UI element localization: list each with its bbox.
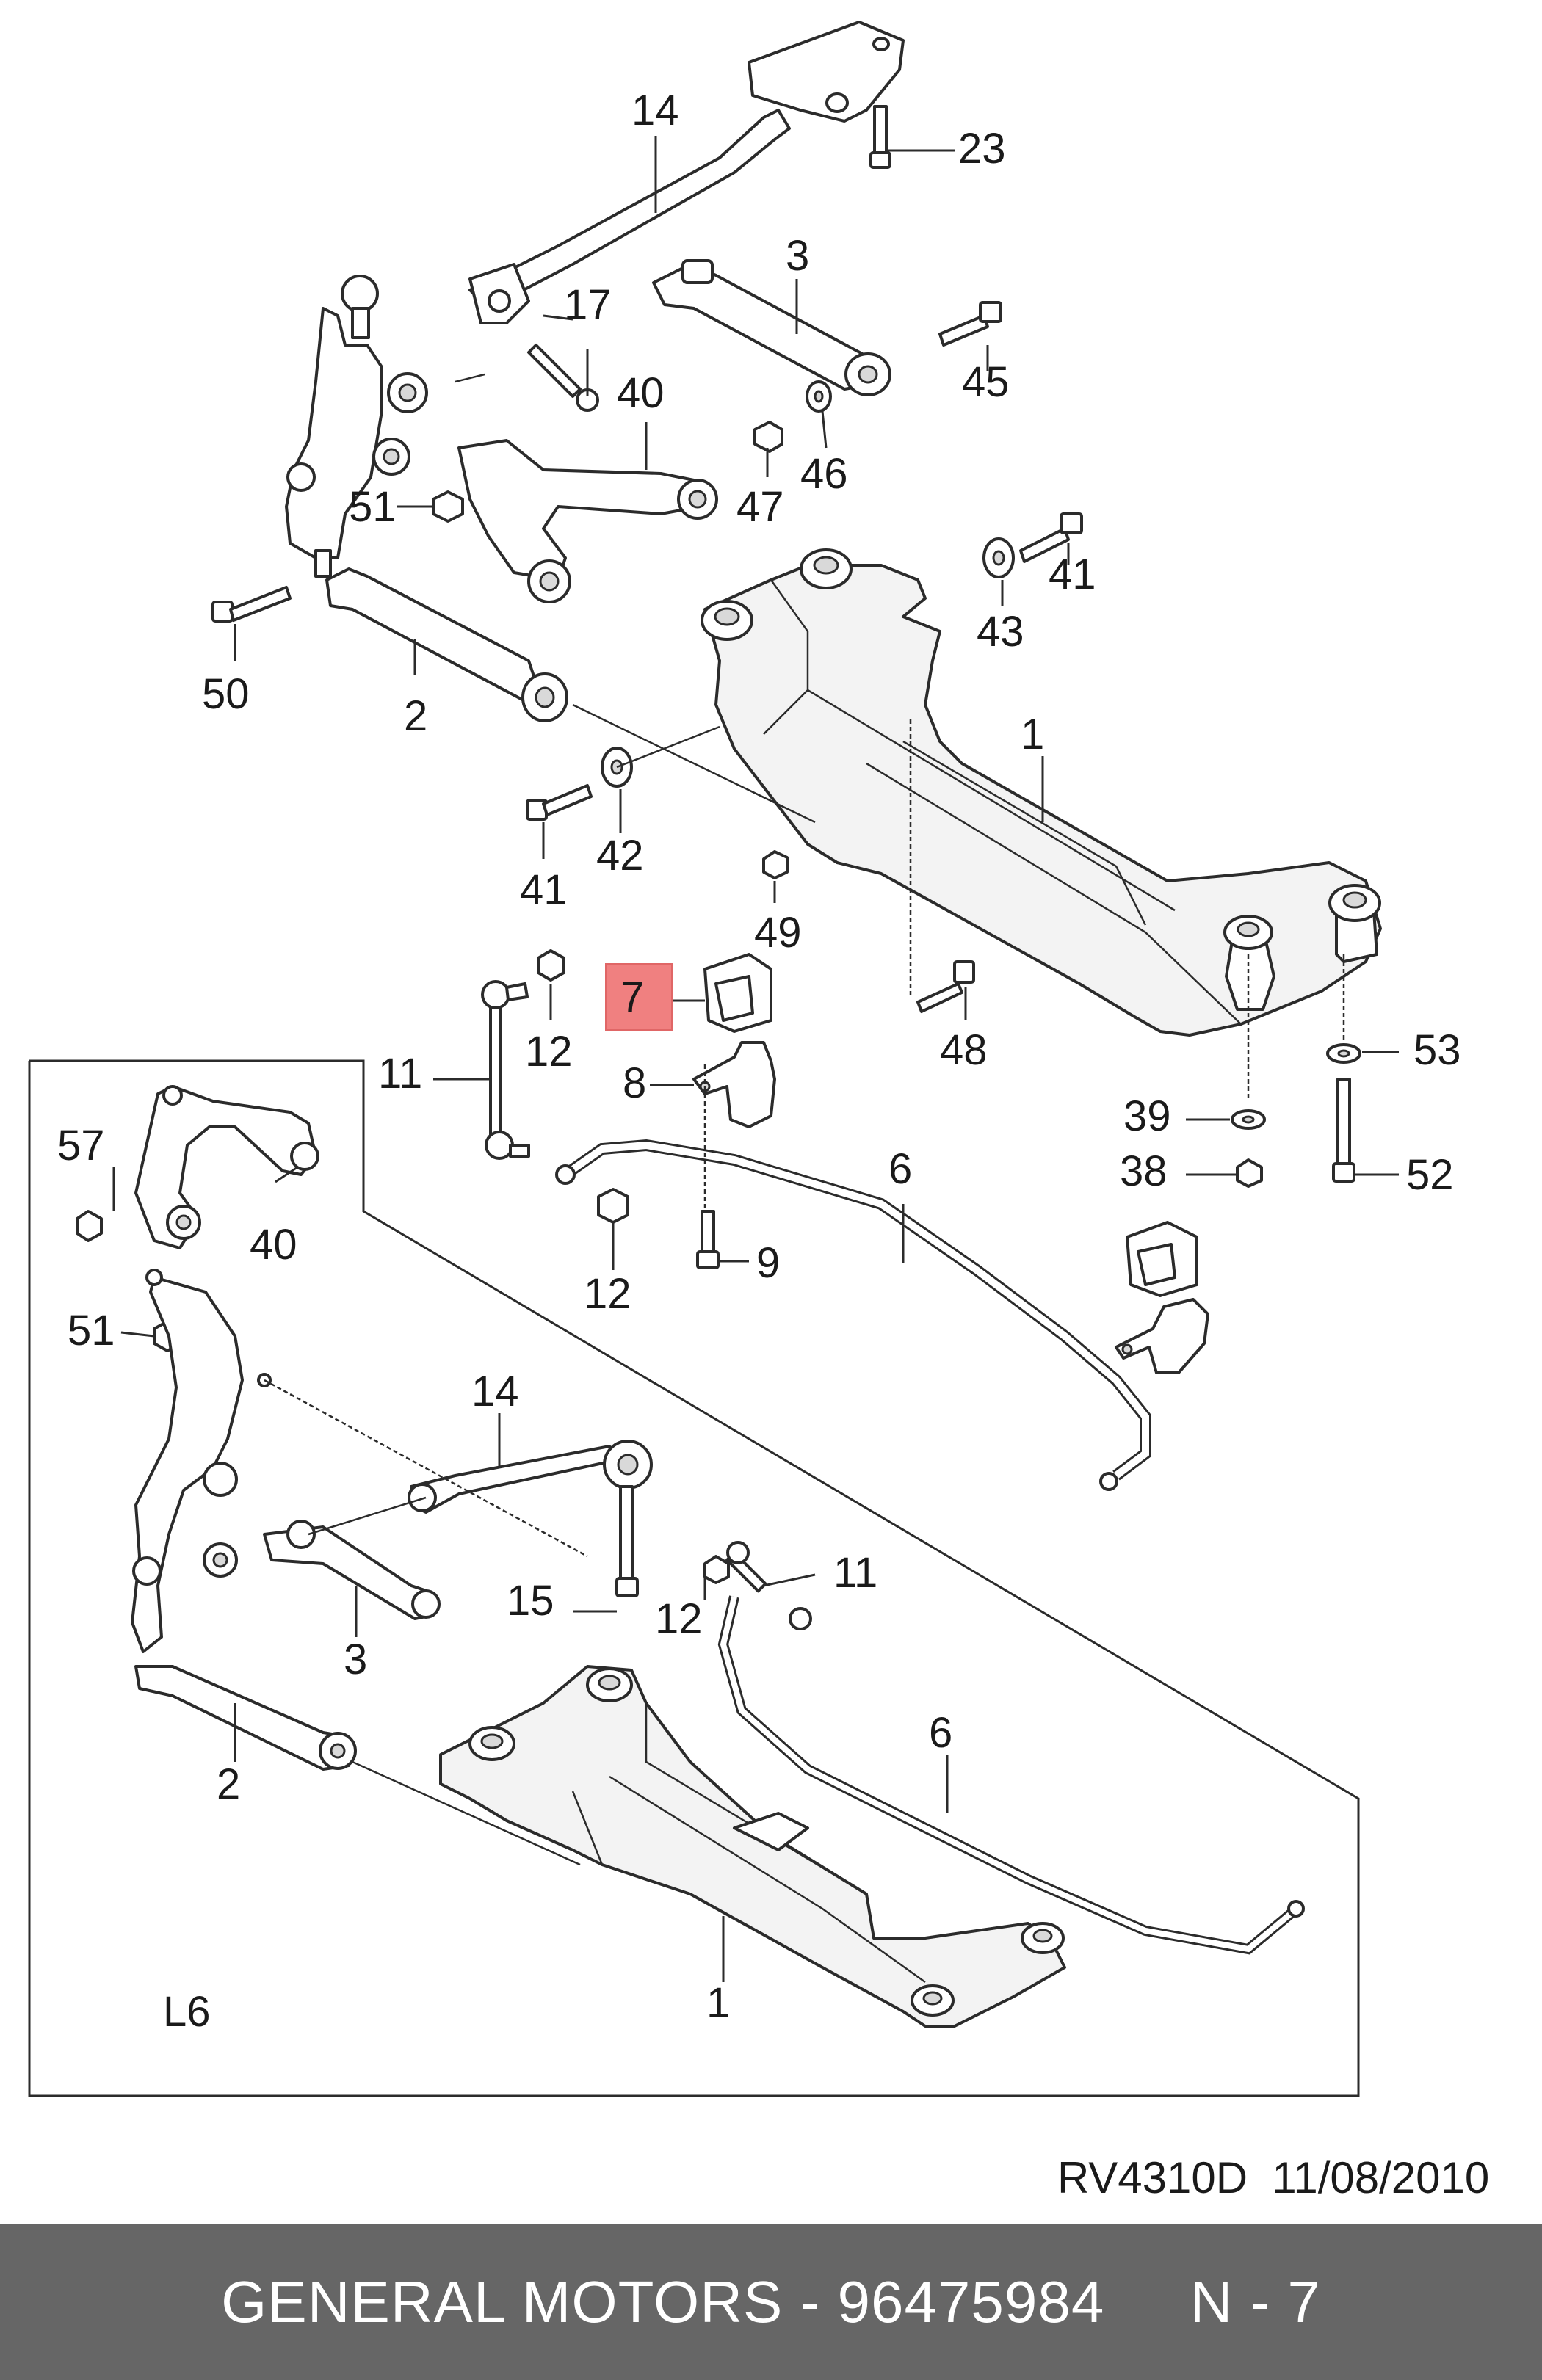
label-50: 50 — [202, 670, 250, 718]
part-6-stabilizer-bar — [555, 1139, 1151, 1491]
part-41-bolt-lower — [526, 784, 593, 821]
part-38-nut — [1236, 1158, 1263, 1188]
label-7-highlighted: 7 — [620, 973, 644, 1021]
inset-label-1: 1 — [706, 1979, 730, 2027]
part-23-bolt — [869, 105, 891, 169]
part-41-bolt-upper — [1019, 512, 1083, 563]
label-8: 8 — [623, 1059, 646, 1107]
inset-label-40: 40 — [250, 1221, 297, 1269]
inset-label-2: 2 — [217, 1760, 240, 1808]
part-39-washer — [1231, 1109, 1266, 1130]
part-52-bolt — [1332, 1078, 1355, 1183]
label-3: 3 — [786, 232, 809, 280]
inset-label-12: 12 — [655, 1595, 703, 1643]
drawing-code: RV4310D 11/08/2010 — [1057, 2153, 1490, 2202]
label-12-upper-b: 12 — [584, 1270, 631, 1318]
leader-lines-upper — [234, 136, 1399, 1270]
part-2-lower-link — [325, 567, 568, 722]
label-14: 14 — [631, 87, 679, 134]
label-17: 17 — [564, 281, 612, 329]
label-52: 52 — [1406, 1151, 1454, 1199]
label-41-lower: 41 — [520, 866, 568, 914]
footer-bar: GENERAL MOTORS - 96475984 N - 7 — [0, 2224, 1542, 2380]
part-45-bolt — [938, 301, 1002, 347]
inset-label-15: 15 — [507, 1577, 554, 1625]
inset-label-6: 6 — [929, 1709, 952, 1757]
part-53-washer — [1326, 1043, 1361, 1064]
inset-label-variant: L6 — [163, 1988, 211, 2036]
label-42: 42 — [596, 832, 644, 879]
part-7-bushing — [703, 953, 772, 1033]
part-47-nut — [753, 421, 783, 453]
part-40-control-arm — [457, 439, 718, 603]
part-17-bolt — [527, 344, 599, 412]
highlight-box-part-7 — [605, 963, 673, 1031]
label-49: 49 — [754, 909, 802, 957]
label-11-upper: 11 — [378, 1050, 422, 1098]
part-49-nut — [762, 850, 789, 879]
footer-text: GENERAL MOTORS - 96475984 N - 7 — [221, 2269, 1321, 2334]
part-9-bolt — [696, 1210, 720, 1269]
part-51-nut — [432, 490, 464, 523]
inset-label-57: 57 — [57, 1122, 105, 1169]
label-47: 47 — [736, 483, 784, 531]
inset-label-14: 14 — [471, 1368, 519, 1415]
label-23: 23 — [958, 125, 1006, 173]
label-51-upper: 51 — [349, 483, 397, 531]
label-38: 38 — [1120, 1147, 1168, 1195]
part-1-subframe — [701, 548, 1382, 1037]
part-43-washer — [982, 537, 1015, 578]
label-6-upper: 6 — [888, 1145, 912, 1193]
label-2-upper: 2 — [404, 692, 427, 740]
part-11-stabilizer-link — [481, 980, 530, 1160]
label-9: 9 — [756, 1239, 780, 1287]
part-12-nut-upper — [537, 949, 565, 982]
part-3-lateral-link — [652, 259, 891, 396]
label-1-upper: 1 — [1021, 711, 1044, 758]
inset-label-11: 11 — [833, 1549, 877, 1597]
label-43: 43 — [977, 608, 1024, 656]
label-48: 48 — [940, 1026, 988, 1074]
knuckle-upper — [285, 275, 428, 578]
part-50-bolt — [211, 586, 292, 623]
label-53: 53 — [1414, 1026, 1461, 1074]
part-8-bracket — [692, 1041, 776, 1128]
inset-l6 — [28, 1059, 1360, 2097]
part-14-trailing-arm — [468, 21, 905, 324]
upper-labels: 14 23 3 17 40 45 46 47 51 41 43 50 2 1 4… — [202, 87, 1461, 1318]
label-39: 39 — [1123, 1092, 1171, 1140]
label-45: 45 — [962, 358, 1010, 406]
inset-labels: 57 40 51 14 15 12 11 3 2 6 1 L6 — [57, 1122, 952, 2036]
inset-label-3: 3 — [344, 1636, 367, 1683]
label-40-upper: 40 — [617, 369, 665, 417]
inset-label-51: 51 — [68, 1307, 115, 1354]
part-48-bolt — [916, 960, 975, 1013]
parts-diagram: 14 23 3 17 40 45 46 47 51 41 43 50 2 1 4… — [28, 21, 1461, 2097]
part-12-nut-lower — [597, 1188, 629, 1224]
label-41-upper: 41 — [1049, 551, 1096, 598]
label-46: 46 — [800, 450, 848, 498]
part-46-washer — [806, 380, 832, 413]
spare-bushing — [1126, 1221, 1198, 1297]
label-12-upper-a: 12 — [525, 1028, 573, 1075]
spare-bracket — [1115, 1298, 1209, 1374]
